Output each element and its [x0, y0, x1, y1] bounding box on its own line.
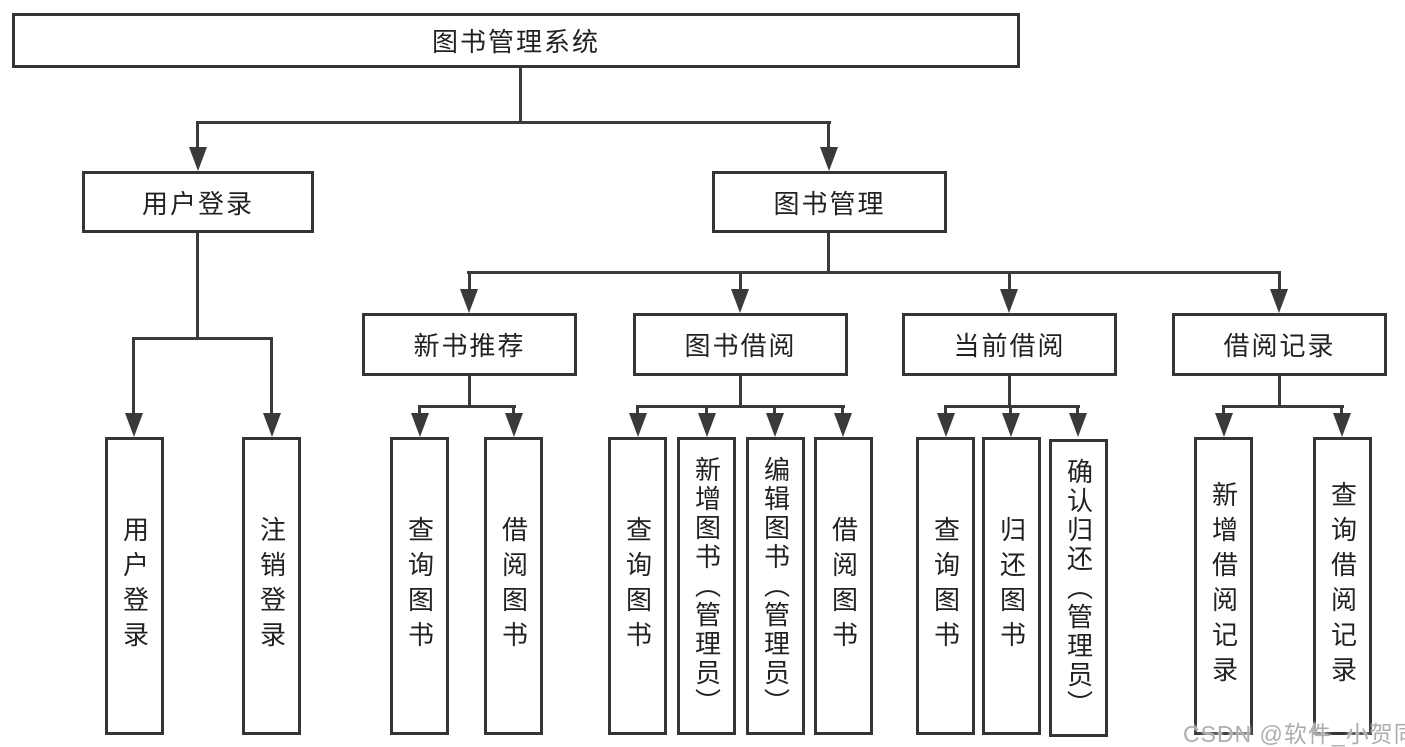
connector: [1076, 405, 1079, 415]
leaf-confirm-return-admin-label: 确认归还（管理员）: [1063, 457, 1094, 719]
arrow-down-icon: [731, 289, 749, 313]
arrow-down-icon: [937, 413, 955, 437]
arrow-down-icon: [411, 413, 429, 437]
leaf-logout: 注销登录: [242, 437, 301, 735]
connector: [468, 376, 471, 406]
leaf-add-book-admin: 新增图书（管理员）: [677, 437, 736, 735]
connector: [418, 405, 421, 415]
node-book-management: 图书管理: [712, 171, 947, 233]
node-borrow-records: 借阅记录: [1172, 313, 1387, 376]
connector: [270, 337, 273, 414]
connector: [827, 233, 830, 272]
connector: [196, 121, 831, 124]
node-book-borrow: 图书借阅: [633, 313, 848, 376]
leaf-query-books-current: 查询图书: [916, 437, 975, 735]
connector: [1009, 405, 1012, 415]
leaf-logout-label: 注销登录: [256, 516, 287, 656]
connector: [196, 233, 199, 338]
leaf-add-borrow-record: 新增借阅记录: [1194, 437, 1253, 735]
leaf-user-login-label: 用户登录: [119, 516, 150, 656]
arrow-down-icon: [1000, 289, 1018, 313]
arrow-down-icon: [1215, 413, 1233, 437]
connector: [196, 121, 199, 148]
leaf-query-books-current-label: 查询图书: [930, 516, 961, 656]
node-user-login: 用户登录: [82, 171, 314, 233]
leaf-query-books-recommend: 查询图书: [390, 437, 449, 735]
connector: [636, 405, 639, 415]
node-book-management-label: 图书管理: [773, 188, 886, 219]
arrow-down-icon: [766, 413, 784, 437]
connector: [1222, 405, 1344, 408]
node-borrow-records-label: 借阅记录: [1223, 331, 1336, 361]
connector: [1222, 405, 1225, 415]
leaf-confirm-return-admin: 确认归还（管理员）: [1049, 439, 1108, 737]
connector: [512, 405, 515, 415]
node-new-book-recommend-label: 新书推荐: [413, 331, 526, 361]
leaf-query-books-recommend-label: 查询图书: [404, 516, 435, 656]
node-book-borrow-label: 图书借阅: [684, 331, 797, 361]
connector: [467, 271, 1281, 274]
connector: [1278, 271, 1281, 291]
arrow-down-icon: [834, 413, 852, 437]
connector: [1008, 271, 1011, 291]
arrow-down-icon: [263, 413, 281, 437]
arrow-down-icon: [820, 147, 838, 171]
connector: [418, 405, 516, 408]
leaf-query-books-borrow: 查询图书: [608, 437, 667, 735]
connector: [705, 405, 708, 415]
node-current-borrow-label: 当前借阅: [953, 331, 1066, 361]
arrow-down-icon: [629, 413, 647, 437]
connector: [132, 337, 273, 340]
leaf-edit-book-admin-label: 编辑图书（管理员）: [760, 455, 791, 717]
connector: [944, 405, 947, 415]
leaf-borrow-books-recommend-label: 借阅图书: [498, 516, 529, 656]
connector: [132, 337, 135, 414]
leaf-borrow-books-recommend: 借阅图书: [484, 437, 543, 735]
leaf-query-books-borrow-label: 查询图书: [622, 516, 653, 656]
connector: [1340, 405, 1343, 415]
connector: [519, 68, 522, 121]
connector: [1278, 376, 1281, 406]
arrow-down-icon: [698, 413, 716, 437]
connector: [773, 405, 776, 415]
arrow-down-icon: [1069, 413, 1087, 437]
leaf-query-borrow-record: 查询借阅记录: [1313, 437, 1372, 735]
arrow-down-icon: [460, 289, 478, 313]
leaf-edit-book-admin: 编辑图书（管理员）: [746, 437, 805, 735]
connector: [636, 405, 845, 408]
arrow-down-icon: [1270, 289, 1288, 313]
connector: [739, 376, 742, 406]
connector: [944, 405, 1080, 408]
connector: [1008, 376, 1011, 406]
arrow-down-icon: [125, 413, 143, 437]
watermark: CSDN @软件_小贺同学: [1183, 721, 1405, 747]
leaf-return-books: 归还图书: [982, 437, 1041, 735]
connector: [468, 271, 471, 291]
leaf-return-books-label: 归还图书: [996, 516, 1027, 656]
arrow-down-icon: [189, 147, 207, 171]
leaf-borrow-books-2: 借阅图书: [814, 437, 873, 735]
arrow-down-icon: [1002, 413, 1020, 437]
leaf-query-borrow-record-label: 查询借阅记录: [1327, 481, 1358, 691]
node-current-borrow: 当前借阅: [902, 313, 1117, 376]
leaf-add-book-admin-label: 新增图书（管理员）: [691, 455, 722, 717]
leaf-borrow-books-2-label: 借阅图书: [828, 516, 859, 656]
connector: [827, 121, 830, 148]
arrow-down-icon: [505, 413, 523, 437]
arrow-down-icon: [1333, 413, 1351, 437]
leaf-add-borrow-record-label: 新增借阅记录: [1208, 481, 1239, 691]
node-root: 图书管理系统: [12, 13, 1020, 68]
connector: [739, 271, 742, 291]
node-user-login-label: 用户登录: [141, 188, 254, 219]
node-root-label: 图书管理系统: [431, 27, 600, 57]
connector: [841, 405, 844, 415]
leaf-user-login: 用户登录: [105, 437, 164, 735]
node-new-book-recommend: 新书推荐: [362, 313, 577, 376]
